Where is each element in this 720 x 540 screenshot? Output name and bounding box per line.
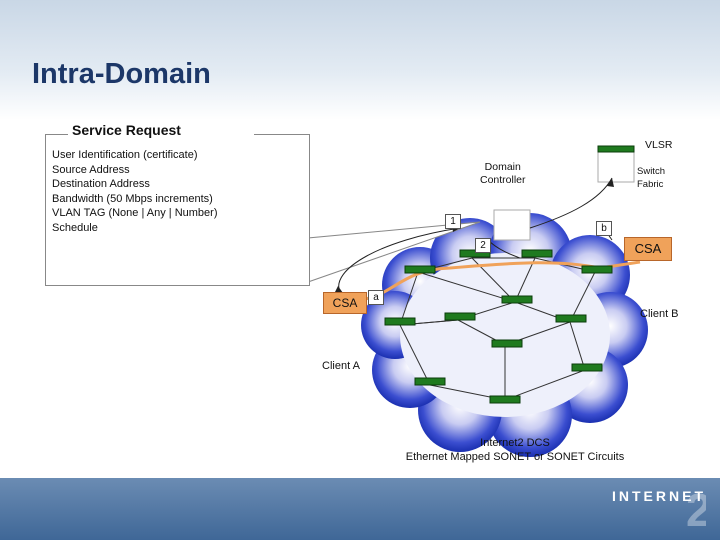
service-request-box (45, 134, 310, 286)
domain-controller-label: Domain Controller (480, 161, 526, 186)
service-request-fields: User Identification (certificate) Source… (52, 148, 217, 235)
network-subtitle: Ethernet Mapped SONET or SONET Circuits (405, 451, 625, 463)
request-field: User Identification (certificate) (52, 149, 198, 161)
step-a-marker: a (368, 290, 384, 305)
csa-client-a: CSA (323, 292, 367, 314)
network-title: Internet2 DCS (480, 437, 550, 449)
vlsr-device (597, 145, 635, 153)
request-field: Bandwidth (50 Mbps increments) (52, 192, 213, 205)
vlsr-nodes (384, 249, 613, 404)
logo-mark: 2 (686, 484, 706, 536)
circuit-path (359, 260, 641, 302)
step-2-marker: 2 (475, 238, 491, 253)
switch-fabric-image (597, 149, 635, 183)
service-request-header: Service Request (68, 121, 254, 139)
network-cloud (361, 213, 648, 457)
csa-client-b: CSA (624, 237, 672, 261)
step-b-marker: b (596, 221, 612, 236)
slide-title: Intra-Domain (32, 58, 211, 90)
vlsr-label: VLSR (645, 139, 673, 151)
internet2-logo: 2 (686, 484, 706, 536)
step-1-marker: 1 (445, 214, 461, 229)
request-field: Destination Address (52, 178, 150, 190)
request-field: Schedule (52, 221, 98, 234)
request-field: VLAN TAG (None | Any | Number) (52, 207, 218, 219)
header-background (0, 0, 720, 120)
switch-fabric-label: Switch Fabric (637, 166, 665, 190)
request-field: Source Address (52, 163, 130, 176)
footer-band (0, 478, 720, 540)
client-b-label: Client B (640, 308, 679, 320)
domain-controller-image (493, 209, 531, 241)
logo-text: INTERNET (612, 488, 706, 504)
client-a-label: Client A (322, 360, 360, 372)
